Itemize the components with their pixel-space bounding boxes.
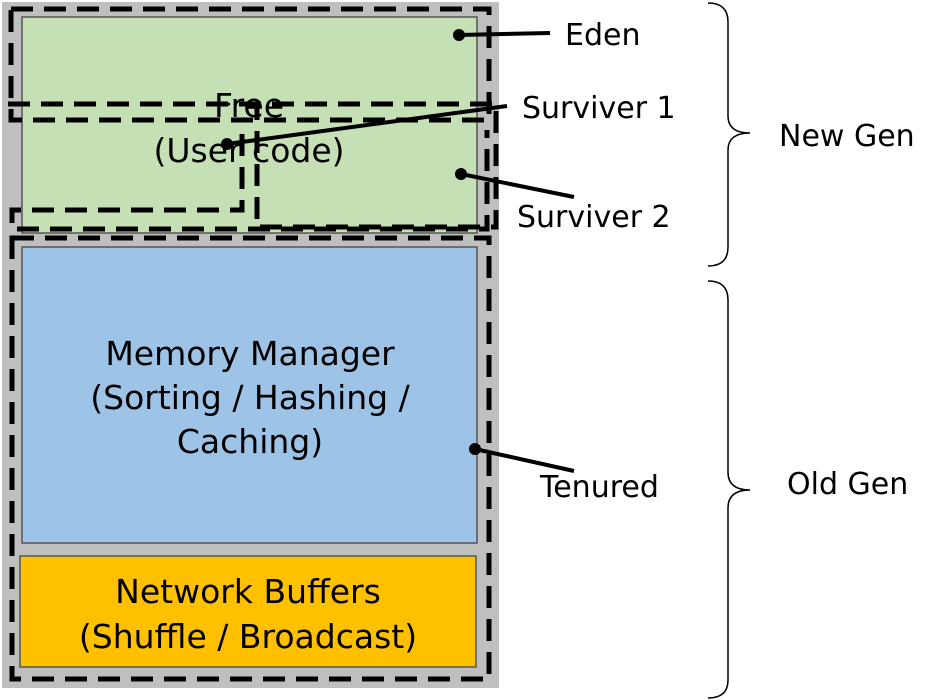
new-gen-brace: [707, 2, 751, 267]
old-gen-label: Old Gen: [787, 467, 908, 502]
survivor2-leader-dot: [455, 168, 467, 180]
free-block-subtitle: (User code): [153, 131, 344, 170]
network-buffers-subtitle: (Shuffle / Broadcast): [79, 617, 417, 656]
new-gen-label: New Gen: [779, 119, 915, 154]
survivor1-region-outline: [8, 101, 499, 230]
network-buffers-title: Network Buffers: [115, 572, 381, 611]
tenured-region-outline: [9, 235, 492, 682]
survivor1-leader-dot: [221, 138, 233, 150]
old-gen-brace: [707, 280, 751, 699]
tenured-label: Tenured: [539, 470, 659, 505]
survivor2-label: Surviver 2: [517, 200, 671, 235]
memory-manager-title: Memory Manager: [105, 334, 395, 373]
tenured-leader-dot: [469, 443, 481, 455]
eden-label: Eden: [565, 18, 640, 53]
survivor1-label: Surviver 1: [522, 91, 676, 126]
survivor2-leader-line: [460, 172, 575, 199]
eden-leader-dot: [453, 29, 465, 41]
free-block: [21, 16, 478, 234]
memory-manager-subtitle-1: (Sorting / Hashing /: [90, 378, 410, 417]
memory-manager-block: [21, 246, 478, 544]
eden-leader-line: [458, 31, 551, 37]
free-block-title: Free: [214, 86, 284, 125]
survivor1-leader-line: [226, 104, 508, 146]
eden-region-outline: [8, 6, 492, 123]
survivor2-region-outline: [9, 130, 490, 232]
memory-manager-subtitle-2: Caching): [177, 422, 323, 461]
network-buffers-block: [19, 555, 477, 668]
tenured-leader-line: [474, 447, 575, 473]
